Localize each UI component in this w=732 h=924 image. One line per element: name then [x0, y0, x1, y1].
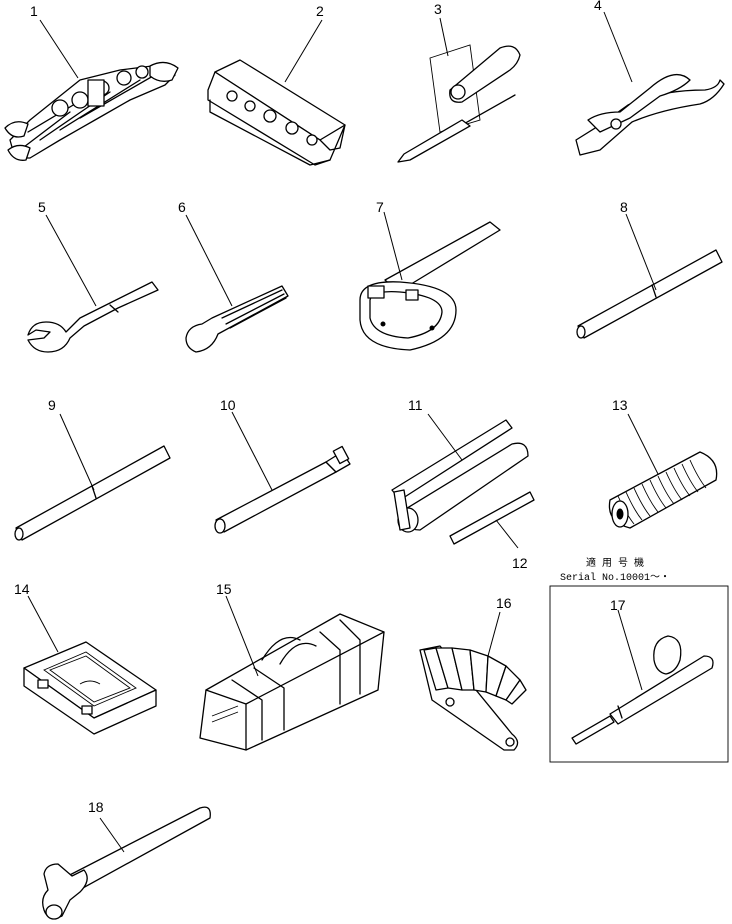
label-15: 15 [216, 581, 232, 597]
label-8: 8 [620, 199, 628, 215]
label-6: 6 [178, 199, 186, 215]
part-14-case: 14 [14, 581, 157, 735]
part-13-coil: 13 [608, 397, 718, 529]
label-11: 11 [408, 397, 423, 413]
label-16: 16 [496, 595, 512, 611]
serial-number-line: Serial No.10001～・ [560, 572, 670, 584]
part-8-bar: 8 [576, 199, 723, 339]
part-15-tool-bag: 15 [199, 581, 385, 751]
part-4-pliers: 4 [575, 0, 725, 156]
part-10-gauge-tool: 10 [214, 397, 351, 534]
part-11-grease-gun: 11 [391, 397, 529, 533]
part-12-nozzle: 12 [449, 491, 535, 571]
label-10: 10 [220, 397, 236, 413]
label-17: 17 [610, 597, 626, 613]
part-5-wrench-bar: 5 [27, 199, 159, 353]
serial-box: 適 用 号 機 Serial No.10001～・ [549, 556, 729, 763]
part-6-adjustable-wrench: 6 [178, 199, 289, 353]
serial-title-jp: 適 用 号 機 [586, 556, 644, 570]
label-9: 9 [48, 397, 56, 413]
part-3-screwdriver: 3 [397, 1, 521, 163]
label-3: 3 [434, 1, 442, 17]
part-1-wrench-set: 1 [4, 3, 179, 161]
label-1: 1 [30, 3, 38, 19]
part-17-tool: 17 [571, 597, 714, 745]
label-13: 13 [612, 397, 628, 413]
part-16-feeler-gauge: 16 [419, 595, 527, 751]
label-12: 12 [512, 555, 528, 571]
part-7-filter-wrench: 7 [359, 199, 501, 351]
part-18-hammer: 18 [42, 799, 211, 920]
serial-box-frame [549, 585, 729, 763]
label-7: 7 [376, 199, 384, 215]
part-2-socket-case: 2 [207, 3, 346, 166]
label-2: 2 [316, 3, 324, 19]
label-5: 5 [38, 199, 46, 215]
label-14: 14 [14, 581, 30, 597]
part-9-bar: 9 [14, 397, 171, 541]
label-18: 18 [88, 799, 104, 815]
label-4: 4 [594, 0, 602, 13]
